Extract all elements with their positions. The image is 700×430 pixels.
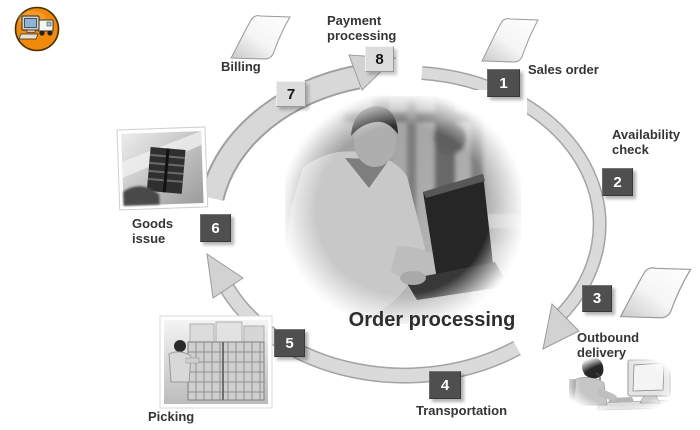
step-badge-7: 7 xyxy=(276,81,306,107)
step-label-availability-check: Availability check xyxy=(612,127,681,158)
arrowhead-to-outbound-icon xyxy=(542,302,580,350)
step-badge-4: 4 xyxy=(429,371,461,399)
outbound-operator-photo xyxy=(562,353,680,415)
step-badge-8: 8 xyxy=(365,46,394,72)
billing-document-icon xyxy=(230,15,291,60)
center-photo-man-with-laptop xyxy=(279,90,527,330)
step-badge-5: 5 xyxy=(274,329,305,357)
step-label-transportation: Transportation xyxy=(416,403,508,418)
step-label-goods-issue: Goods issue xyxy=(132,216,174,247)
step-badge-1: 1 xyxy=(487,69,520,97)
step-label-outbound-delivery: Outbound delivery xyxy=(577,330,640,361)
step-label-billing: Billing xyxy=(221,59,261,74)
cycle-arrow-right-segment xyxy=(421,66,607,350)
picking-photo xyxy=(159,315,273,409)
step-label-picking: Picking xyxy=(148,409,195,424)
step-badge-3: 3 xyxy=(582,285,612,312)
arrowhead-to-goods-issue-icon xyxy=(206,252,244,299)
step-badge-6: 6 xyxy=(200,214,231,242)
goods-issue-photo xyxy=(116,126,209,211)
sales-order-document-icon xyxy=(481,18,539,63)
diagram-title: Order processing xyxy=(348,309,516,331)
outbound-delivery-document-icon xyxy=(619,267,692,319)
cycle-arrow-billing-segment xyxy=(199,54,397,202)
step-badge-2: 2 xyxy=(602,168,633,196)
step-label-payment-processing: Payment processing xyxy=(327,13,397,44)
step-label-sales-order: Sales order xyxy=(528,62,599,77)
logistics-logo-icon xyxy=(14,6,60,52)
